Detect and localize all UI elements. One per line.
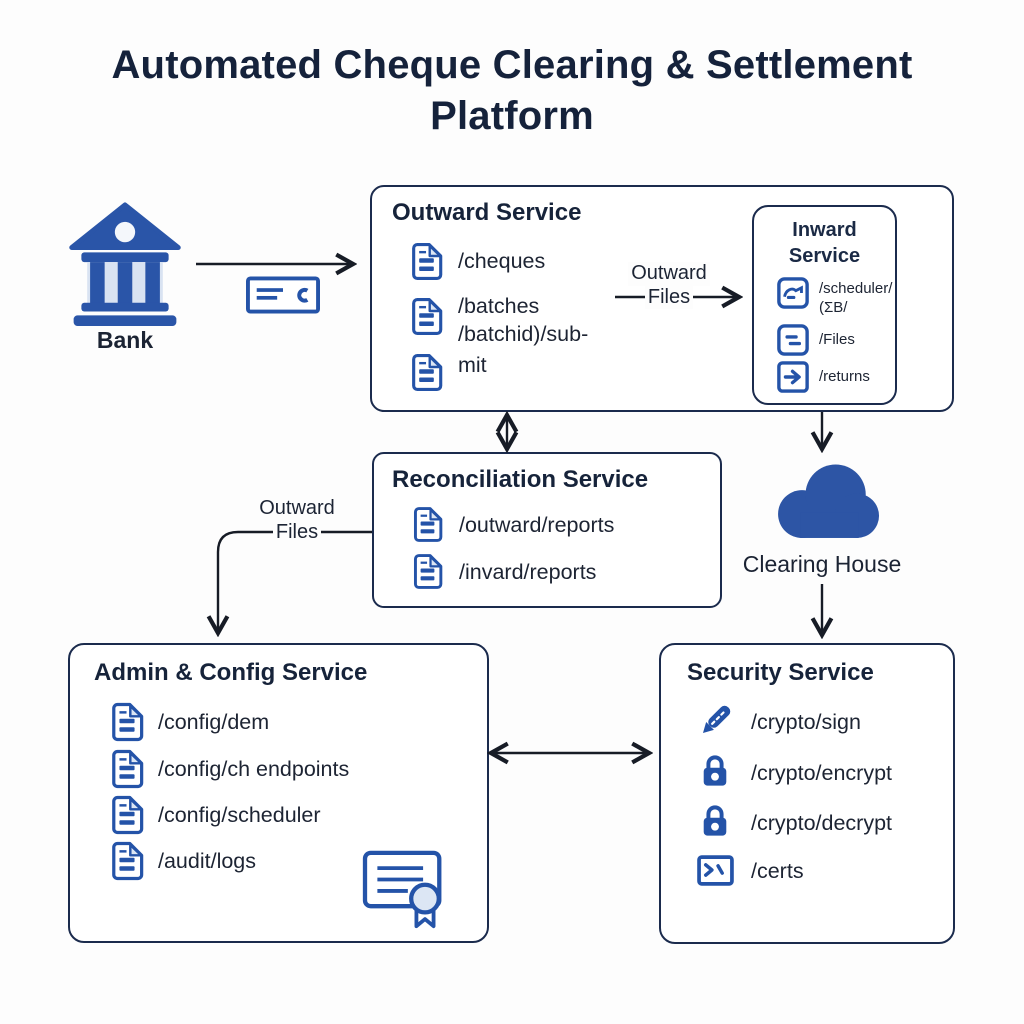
- page-title: Automated Cheque Clearing & Settlement P…: [111, 43, 913, 139]
- endpoint-label: /audit/logs: [158, 849, 257, 873]
- document-icon: [410, 353, 443, 392]
- document-icon: [412, 553, 443, 590]
- admin-config-service-title: Admin & Config Service: [94, 659, 368, 686]
- endpoint-label: /config/scheduler: [158, 803, 321, 827]
- document-icon: [110, 702, 144, 742]
- outward-files-label-top: Outward Files: [609, 262, 729, 310]
- endpoint-label: mit: [458, 353, 487, 377]
- endpoint-label: /returns: [819, 368, 870, 385]
- endpoint-row: /certs: [697, 855, 804, 886]
- endpoint-row: /crypto/decrypt: [699, 803, 892, 839]
- endpoint-label-wrap: /batchid)/sub-: [458, 322, 589, 347]
- endpoint-row: mit: [410, 353, 487, 392]
- security-service-box: Security Service /crypto/sign /crypto/en…: [659, 643, 955, 944]
- endpoint-label: /batches: [458, 294, 540, 318]
- inward-service-title-line1: Inward: [792, 219, 857, 241]
- inward-service-box: Inward Service /scheduler/ (ΣB/ /Files /…: [752, 205, 897, 405]
- pen-icon: [695, 701, 735, 741]
- document-icon: [110, 749, 144, 789]
- endpoint-label: /invard/reports: [459, 560, 597, 584]
- endpoint-row: /cheques: [410, 242, 545, 281]
- endpoint-row: /Files: [777, 324, 855, 356]
- document-icon: [410, 297, 443, 336]
- outward-files-label-left: Outward Files: [237, 497, 357, 545]
- endpoint-row: /crypto/encrypt: [699, 753, 892, 789]
- endpoint-label: /crypto/encrypt: [751, 761, 892, 785]
- list-icon: [777, 324, 809, 356]
- bank-icon: [62, 202, 188, 328]
- outward-files-label-left-line1: Outward: [256, 497, 338, 521]
- endpoint-label: /config/ch endpoints: [158, 757, 350, 781]
- cheque-icon: [246, 276, 320, 314]
- lock-icon: [699, 753, 731, 789]
- outward-files-label-top-line1: Outward: [628, 262, 710, 286]
- endpoint-row: /config/ch endpoints: [110, 749, 349, 789]
- endpoint-row: /config/scheduler: [110, 795, 321, 835]
- endpoint-row: /audit/logs: [110, 841, 256, 881]
- endpoint-label: /scheduler/: [819, 280, 893, 297]
- endpoint-label: /certs: [751, 859, 804, 883]
- reconciliation-service-title: Reconciliation Service: [392, 466, 649, 493]
- clearing-house-label: Clearing House: [742, 551, 902, 577]
- file-transfer-icon: [777, 277, 809, 309]
- endpoint-row: /scheduler/ (ΣB/: [777, 277, 892, 318]
- endpoint-label: /config/dem: [158, 710, 270, 734]
- document-icon: [412, 506, 443, 543]
- endpoint-row: /crypto/sign: [695, 701, 861, 741]
- endpoint-row: /config/dem: [110, 702, 269, 742]
- arrow-reconciliation-to-admin: [218, 530, 372, 632]
- lock-icon: [699, 803, 731, 839]
- reconciliation-service-box: Reconciliation Service /outward/reports …: [372, 452, 722, 608]
- endpoint-label: /cheques: [458, 249, 546, 273]
- outward-service-title: Outward Service: [392, 199, 582, 226]
- outward-files-label-left-line2: Files: [272, 520, 322, 545]
- admin-config-service-box: Admin & Config Service /config/dem /conf…: [68, 643, 489, 943]
- certificate-icon: [362, 850, 448, 930]
- cloud-icon: [763, 455, 887, 543]
- endpoint-row: /outward/reports: [412, 506, 614, 543]
- document-icon: [110, 841, 144, 881]
- document-icon: [410, 242, 443, 281]
- endpoint-row: /invard/reports: [412, 553, 596, 590]
- endpoint-label: /crypto/sign: [751, 710, 861, 734]
- endpoint-label: /crypto/decrypt: [751, 811, 892, 835]
- endpoint-row: /batches /batchid)/sub-: [410, 294, 589, 349]
- endpoint-label-wrap: (ΣB/: [819, 298, 848, 316]
- endpoint-label: /outward/reports: [459, 513, 615, 537]
- bank-label: Bank: [96, 327, 154, 353]
- security-service-title: Security Service: [687, 659, 874, 686]
- arrow-right-icon: [777, 361, 809, 393]
- outward-files-label-top-line2: Files: [644, 285, 694, 310]
- badge-icon: [697, 855, 734, 886]
- endpoint-row: /returns: [777, 361, 870, 393]
- endpoint-label: /Files: [819, 331, 855, 348]
- document-icon: [110, 795, 144, 835]
- outward-service-box: Outward Service /cheques /batches /batch…: [370, 185, 954, 412]
- inward-service-title-line2: Service: [788, 245, 861, 267]
